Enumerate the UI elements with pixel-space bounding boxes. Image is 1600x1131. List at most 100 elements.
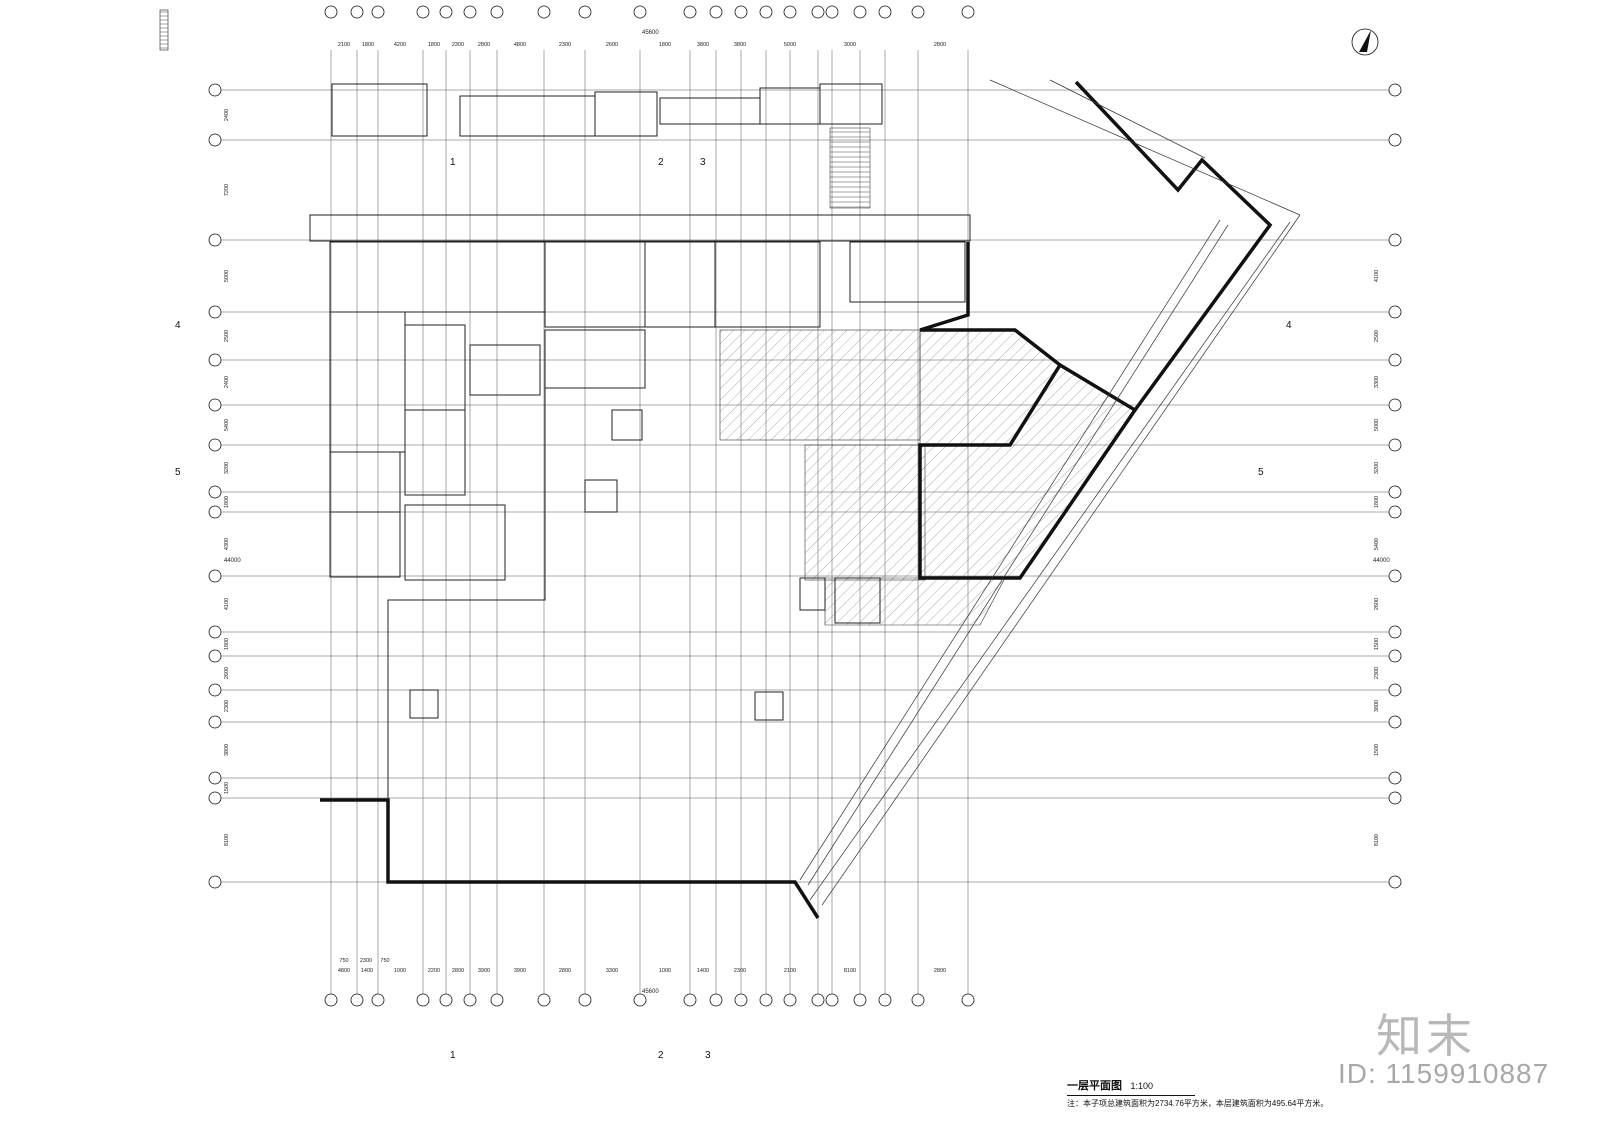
section-mark-1-top: 1 <box>450 157 456 168</box>
drawing-title-block: 一层平面图 1:100 <box>1067 1076 1195 1096</box>
axis-bubble <box>208 438 222 452</box>
axis-bubble <box>709 993 723 1007</box>
dimension-text: 7200 <box>224 184 230 196</box>
axis-bubble <box>1388 233 1402 247</box>
axis-bubble <box>759 993 773 1007</box>
dimension-text: 2800 <box>559 968 571 974</box>
dimension-text: 4800 <box>514 42 526 48</box>
dimension-text: 2800 <box>934 42 946 48</box>
boundary-walls <box>320 80 1273 919</box>
axis-bubble <box>208 625 222 639</box>
axis-bubble <box>911 993 925 1007</box>
axis-bubble <box>1388 791 1402 805</box>
axis-bubble <box>1388 649 1402 663</box>
dimension-text: 2800 <box>934 968 946 974</box>
dimension-text: 2600 <box>606 42 618 48</box>
axis-bubble <box>734 993 748 1007</box>
axis-bubble <box>350 993 364 1007</box>
axis-bubble <box>633 5 647 19</box>
dimension-text: 5400 <box>1374 538 1380 550</box>
axis-bubble <box>1388 625 1402 639</box>
dimension-text: 8100 <box>844 968 856 974</box>
dimension-text: 2100 <box>338 42 350 48</box>
axis-bubbles <box>208 5 1402 1007</box>
diagonal-facade <box>799 79 1301 906</box>
axis-bubble <box>324 5 338 19</box>
axis-bubble <box>208 83 222 97</box>
area-note: 注：本子项总建筑面积为2734.76平方米，本层建筑面积为495.64平方米。 <box>1067 1099 1329 1108</box>
axis-bubble <box>1388 505 1402 519</box>
axis-bubble <box>853 993 867 1007</box>
axis-bubble <box>208 233 222 247</box>
axis-bubble <box>324 993 338 1007</box>
axis-bubble <box>490 5 504 19</box>
dimension-text: 3900 <box>478 968 490 974</box>
axis-bubble <box>783 993 797 1007</box>
dimension-text: 4100 <box>224 598 230 610</box>
axis-bubble <box>350 5 364 19</box>
dimension-text: 5000 <box>1374 419 1380 431</box>
dimension-text: 4100 <box>1374 270 1380 282</box>
layer-legend <box>159 9 169 51</box>
axis-bubble <box>208 305 222 319</box>
dimension-text: 1400 <box>697 968 709 974</box>
axis-bubble <box>1388 438 1402 452</box>
watermark-logo: 知末 <box>1376 1009 1476 1063</box>
axis-bubble <box>878 993 892 1007</box>
dimension-text: 750 <box>380 958 389 964</box>
axis-bubble <box>825 5 839 19</box>
axis-bubble <box>911 5 925 19</box>
dimension-text: 1800 <box>224 496 230 508</box>
dimension-text: 8100 <box>224 834 230 846</box>
dimension-text: 1800 <box>1374 496 1380 508</box>
axis-bubble <box>208 771 222 785</box>
dimension-text: 2300 <box>734 968 746 974</box>
dimension-text: 2600 <box>1374 598 1380 610</box>
dimension-text: 2300 <box>1374 667 1380 679</box>
dimension-text: 1000 <box>659 968 671 974</box>
axis-bubble <box>1388 305 1402 319</box>
dimension-text: 2200 <box>428 968 440 974</box>
title-underline <box>1067 1095 1195 1096</box>
axis-bubble <box>208 715 222 729</box>
dimension-text: 2600 <box>224 667 230 679</box>
dimension-text: 3000 <box>844 42 856 48</box>
axis-bubble <box>709 5 723 19</box>
dimension-text: 4300 <box>224 538 230 550</box>
drawing-scale: 1:100 <box>1130 1081 1153 1091</box>
axis-bubble <box>811 5 825 19</box>
dimension-text: 4800 <box>338 968 350 974</box>
dimension-text: 5000 <box>224 270 230 282</box>
axis-bubble <box>439 993 453 1007</box>
total-width-bottom: 45600 <box>642 989 659 995</box>
axis-bubble <box>208 791 222 805</box>
dimension-text: 5400 <box>224 419 230 431</box>
dimension-text: 1500 <box>1374 638 1380 650</box>
dimension-text: 2100 <box>784 968 796 974</box>
dimension-text: 3200 <box>1374 462 1380 474</box>
axis-bubble <box>208 569 222 583</box>
axis-bubble <box>208 505 222 519</box>
section-mark-3-bottom: 3 <box>705 1050 711 1061</box>
section-mark-2-bottom: 2 <box>658 1050 664 1061</box>
dimension-text: 2800 <box>452 968 464 974</box>
section-mark-3-top: 3 <box>700 157 706 168</box>
axis-bubble <box>208 353 222 367</box>
axis-bubble <box>416 993 430 1007</box>
axis-bubble <box>578 993 592 1007</box>
axis-bubble <box>759 5 773 19</box>
interior-walls <box>309 83 971 800</box>
dimension-text: 1800 <box>362 42 374 48</box>
axis-bubble <box>1388 875 1402 889</box>
axis-bubble <box>1388 771 1402 785</box>
axis-bubble <box>683 5 697 19</box>
total-height-right: 44000 <box>1373 558 1390 564</box>
axis-bubble <box>1388 398 1402 412</box>
dimension-text: 1400 <box>361 968 373 974</box>
section-mark-4-left: 4 <box>175 320 181 331</box>
dimension-text: 2400 <box>224 376 230 388</box>
axis-bubble <box>853 5 867 19</box>
dimension-text: 8100 <box>1374 834 1380 846</box>
drawing-title: 一层平面图 <box>1067 1080 1122 1092</box>
dimension-text: 2400 <box>224 109 230 121</box>
